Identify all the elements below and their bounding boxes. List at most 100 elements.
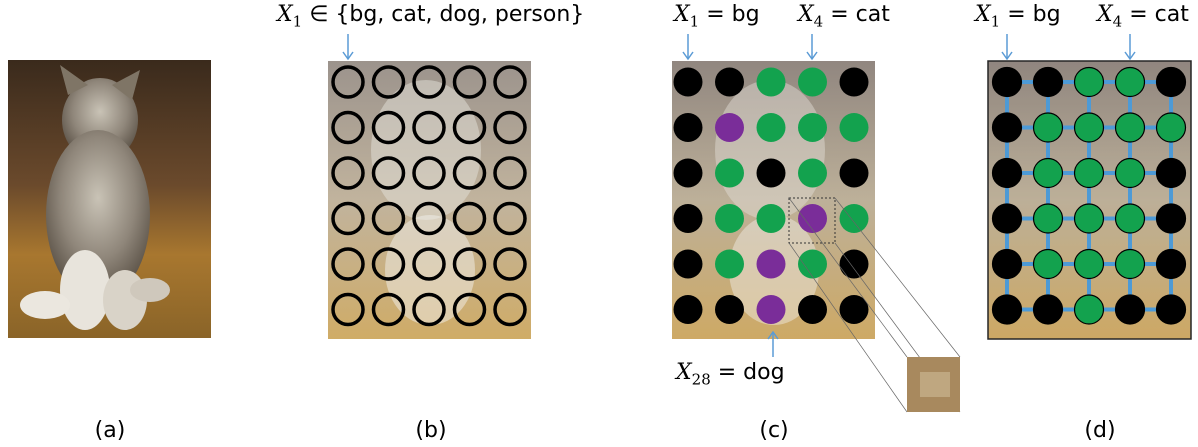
- node-cat: [798, 67, 827, 97]
- grid-node: [493, 292, 527, 327]
- node-bg: [1155, 203, 1187, 234]
- node-cat: [1073, 294, 1105, 325]
- grid-node: [452, 201, 487, 236]
- grid-node: [493, 110, 527, 145]
- grid-node: [331, 65, 365, 99]
- grid-node: [452, 156, 487, 190]
- node-bg: [991, 112, 1023, 143]
- node-bg: [1032, 294, 1064, 325]
- node-bg: [1114, 294, 1146, 325]
- node-cat: [1155, 112, 1187, 143]
- caption-c: (c): [759, 418, 789, 443]
- node-bg: [991, 66, 1023, 98]
- zoom-box: [788, 197, 836, 244]
- caption-a: (a): [94, 418, 126, 443]
- caption-d: (d): [1084, 418, 1116, 443]
- panel-b: X1 ∈ {bg, cat, dog, person} (b): [250, 0, 584, 447]
- node-bg: [673, 249, 703, 279]
- node-bg: [839, 67, 869, 97]
- label-x4: X4 = cat: [798, 2, 890, 31]
- node-cat: [1073, 203, 1105, 234]
- node-cat: [798, 249, 827, 279]
- grid-node: [412, 65, 446, 99]
- label-x1-domain: X1 ∈ {bg, cat, dog, person}: [277, 2, 585, 31]
- node-cat: [798, 113, 827, 142]
- node-bg: [673, 158, 703, 188]
- node-bg: [715, 295, 744, 324]
- node-cat: [1114, 203, 1146, 234]
- node-bg: [673, 204, 703, 233]
- node-cat: [1032, 248, 1064, 280]
- node-dog: [715, 113, 744, 142]
- grid-node: [331, 292, 365, 327]
- node-bg: [1155, 248, 1187, 280]
- grid-node: [331, 156, 365, 190]
- node-dog: [756, 295, 786, 324]
- grid-node: [371, 110, 406, 145]
- label-x4: X4 = cat: [1097, 2, 1189, 31]
- node-cat: [756, 67, 786, 97]
- label-x1: X1 = bg: [674, 2, 760, 31]
- node-cat: [715, 204, 744, 233]
- node-bg: [673, 67, 703, 97]
- node-cat: [839, 204, 869, 233]
- node-bg: [1155, 294, 1187, 325]
- grid-node: [412, 110, 446, 145]
- grid-node: [371, 65, 406, 99]
- panel-d: X1 = bg X4 = cat (d): [970, 0, 1198, 447]
- grid-node: [452, 65, 487, 99]
- node-cat: [1114, 157, 1146, 189]
- node-cat: [756, 113, 786, 142]
- panel-c: X1 = bg X4 = cat X28 = dog (c): [600, 0, 980, 447]
- node-cat: [1073, 248, 1105, 280]
- grid-node: [493, 201, 527, 236]
- node-cat: [1032, 112, 1064, 143]
- node-cat: [1114, 112, 1146, 143]
- node-cat: [1073, 112, 1105, 143]
- grid-node: [371, 156, 406, 190]
- node-cat: [1073, 66, 1105, 98]
- grid-node: [331, 201, 365, 236]
- grid-node: [371, 292, 406, 327]
- grid-node: [412, 292, 446, 327]
- grid-node: [371, 201, 406, 236]
- node-cat: [798, 158, 827, 188]
- node-bg: [715, 67, 744, 97]
- node-cat: [715, 249, 744, 279]
- grid-node: [412, 156, 446, 190]
- node-cat: [1073, 157, 1105, 189]
- grid-node: [493, 65, 527, 99]
- grid-node: [452, 247, 487, 281]
- node-cat: [1032, 203, 1064, 234]
- node-bg: [756, 158, 786, 188]
- grid-node: [412, 247, 446, 281]
- node-bg: [991, 157, 1023, 189]
- node-cat: [839, 113, 869, 142]
- node-bg: [991, 294, 1023, 325]
- node-bg: [1032, 66, 1064, 98]
- node-bg: [673, 295, 703, 324]
- grid-node: [493, 156, 527, 190]
- grid-node: [371, 247, 406, 281]
- grid-node: [331, 110, 365, 145]
- node-bg: [991, 203, 1023, 234]
- node-dog: [798, 204, 827, 233]
- caption-b: (b): [415, 418, 447, 443]
- crf-grid-diagram: [987, 34, 1192, 340]
- empty-grid-diagram: [328, 34, 531, 339]
- node-bg: [673, 113, 703, 142]
- grid-node: [452, 110, 487, 145]
- node-cat: [1114, 66, 1146, 98]
- faded-photo: [672, 61, 875, 339]
- label-x1: X1 = bg: [975, 2, 1061, 31]
- kitten-photo: [8, 60, 211, 338]
- node-dog: [756, 249, 786, 279]
- labeled-grid-diagram: [672, 34, 961, 413]
- grid-node: [493, 247, 527, 281]
- node-cat: [715, 158, 744, 188]
- node-bg: [839, 158, 869, 188]
- grid-node: [331, 247, 365, 281]
- node-bg: [839, 295, 869, 324]
- node-bg: [1155, 66, 1187, 98]
- node-cat: [1114, 248, 1146, 280]
